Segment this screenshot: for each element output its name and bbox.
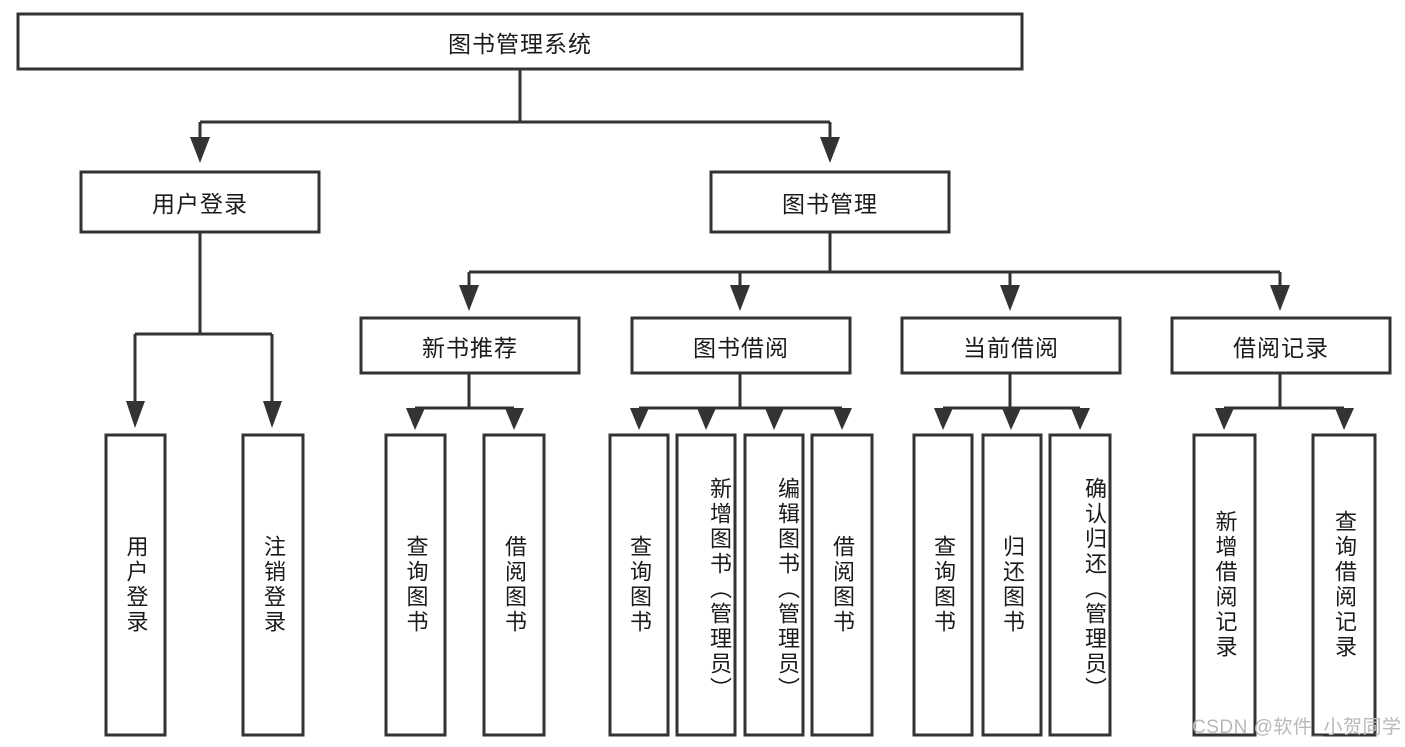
node-box-borrow-records[interactable] bbox=[1170, 316, 1392, 375]
node-box-current-borrow[interactable] bbox=[900, 316, 1122, 375]
arrow-head-leaf-query-book-current bbox=[934, 408, 953, 430]
connector-group-book-management-to-level2 bbox=[459, 232, 1290, 311]
node-box-leaf-query-book-recommend[interactable] bbox=[384, 433, 447, 737]
node-box-leaf-borrow-book[interactable] bbox=[810, 433, 874, 737]
node-box-leaf-return-book[interactable] bbox=[981, 433, 1043, 737]
node-box-book-management[interactable] bbox=[709, 170, 951, 234]
node-box-leaf-query-book-current[interactable] bbox=[912, 433, 974, 737]
node-box-leaf-add-book[interactable] bbox=[675, 433, 737, 737]
arrow-head-current-borrow bbox=[1000, 285, 1020, 311]
arrow-head-leaf-borrow-book-recommend bbox=[505, 408, 524, 430]
connector-group-user-login-to-leaves bbox=[126, 232, 282, 428]
node-box-root[interactable] bbox=[16, 12, 1024, 71]
connector-group-borrow-records-to-leaves bbox=[1215, 373, 1354, 430]
arrow-head-leaf-edit-book bbox=[765, 408, 784, 430]
arrow-head-leaf-query-record bbox=[1335, 408, 1354, 430]
node-box-user-login[interactable] bbox=[79, 170, 321, 234]
arrow-head-leaf-add-book bbox=[697, 408, 716, 430]
node-box-book-borrow[interactable] bbox=[630, 316, 852, 375]
arrow-head-leaf-return-book bbox=[1002, 408, 1021, 430]
node-box-leaf-user-login[interactable] bbox=[104, 433, 167, 737]
arrow-head-borrow-records bbox=[1270, 285, 1290, 311]
arrow-head-leaf-add-record bbox=[1215, 408, 1234, 430]
arrow-head-book-management bbox=[820, 137, 840, 163]
arrow-head-leaf-confirm-return bbox=[1071, 408, 1090, 430]
node-box-leaf-confirm-return[interactable] bbox=[1048, 433, 1112, 737]
connector-group-book-borrow-to-leaves bbox=[630, 373, 852, 430]
arrow-head-book-borrow bbox=[730, 285, 750, 311]
arrow-head-leaf-logout bbox=[263, 401, 282, 428]
node-box-leaf-query-record[interactable] bbox=[1311, 433, 1377, 737]
connector-group-current-borrow-to-leaves bbox=[934, 373, 1090, 430]
arrow-head-leaf-user-login bbox=[126, 401, 145, 428]
connector-group-new-book-recommend-to-leaves bbox=[406, 373, 524, 430]
node-box-leaf-borrow-book-recommend[interactable] bbox=[482, 433, 546, 737]
node-box-new-book-recommend[interactable] bbox=[359, 316, 581, 375]
connector-group-root-to-level1 bbox=[190, 69, 840, 163]
csdn-watermark: CSDN @软件_小贺同学 bbox=[1192, 717, 1402, 738]
node-box-leaf-query-book-borrow[interactable] bbox=[608, 433, 670, 737]
arrow-head-leaf-query-book-borrow bbox=[630, 408, 649, 430]
arrow-head-leaf-query-book-recommend bbox=[406, 408, 425, 430]
arrow-head-user-login bbox=[190, 137, 210, 163]
arrow-head-new-book-recommend bbox=[459, 285, 479, 311]
node-box-leaf-add-record[interactable] bbox=[1192, 433, 1257, 737]
node-box-leaf-logout[interactable] bbox=[241, 433, 305, 737]
arrow-head-leaf-borrow-book bbox=[833, 408, 852, 430]
node-box-leaf-edit-book[interactable] bbox=[743, 433, 805, 737]
